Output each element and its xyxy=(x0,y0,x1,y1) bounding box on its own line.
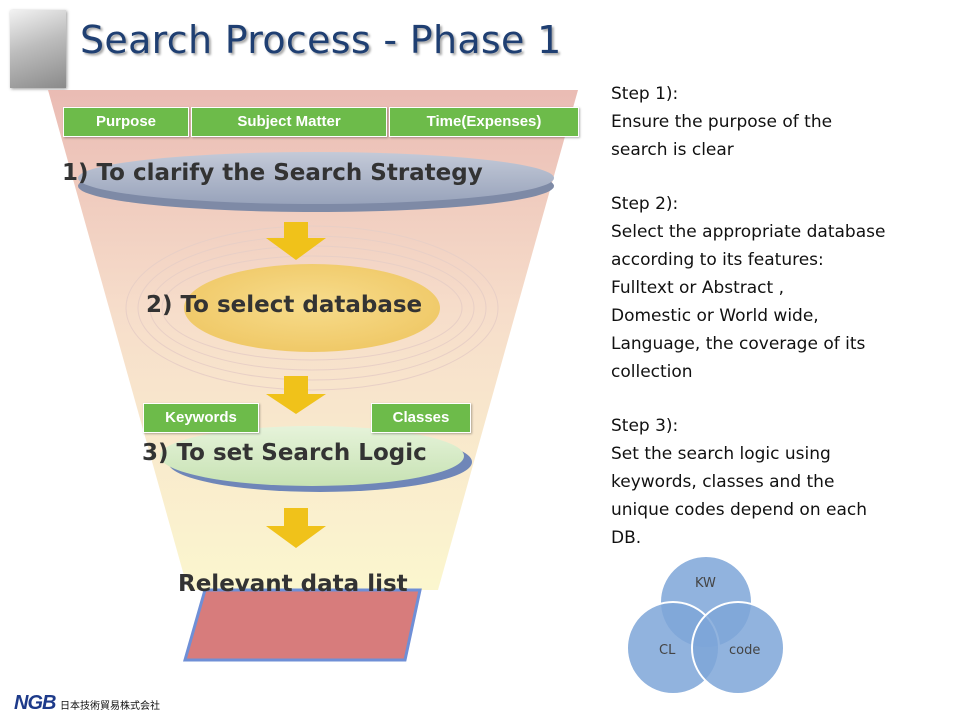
venn-diagram xyxy=(626,555,785,695)
venn-circle-code xyxy=(691,601,785,695)
result-box xyxy=(183,588,422,662)
step-1-line: search is clear xyxy=(611,140,734,160)
stage-2-disc xyxy=(184,264,440,352)
step-2-line: Domestic or World wide, xyxy=(611,306,819,326)
company-name: 日本技術貿易株式会社 xyxy=(60,701,160,712)
step-1-line: Ensure the purpose of the xyxy=(611,112,833,132)
page-title: Search Process - Phase 1 xyxy=(80,18,562,62)
stage-3-label: 3) To set Search Logic xyxy=(142,440,427,466)
stage-1-disc xyxy=(78,152,554,204)
tag-subject-matter: Subject Matter xyxy=(191,107,387,137)
step-1-heading: Step 1): xyxy=(611,84,679,104)
tag-keywords: Keywords xyxy=(143,403,259,433)
step-3-line: unique codes depend on each xyxy=(611,500,868,520)
step-3-line: keywords, classes and the xyxy=(611,472,835,492)
venn-label-code: code xyxy=(729,643,761,658)
step-2-line: according to its features: xyxy=(611,250,824,270)
company-logo: NGB xyxy=(14,692,56,714)
step-2-line: Language, the coverage of its xyxy=(611,334,866,354)
tag-classes: Classes xyxy=(371,403,471,433)
tag-time-expenses: Time(Expenses) xyxy=(389,107,579,137)
steps-description: Step 1): Ensure the purpose of the searc… xyxy=(611,80,941,552)
step-3-line: Set the search logic using xyxy=(611,444,831,464)
step-2-line: collection xyxy=(611,362,693,382)
step-2-line: Select the appropriate database xyxy=(611,222,886,242)
arrow-down-icon xyxy=(266,376,326,414)
header-photo xyxy=(10,10,66,88)
step-2-line: Fulltext or Abstract , xyxy=(611,278,784,298)
step-3-heading: Step 3): xyxy=(611,416,679,436)
stage-3-disc xyxy=(160,426,464,486)
arrow-down-icon xyxy=(266,508,326,548)
result-label: Relevant data list xyxy=(178,571,408,597)
stage-2-label: 2) To select database xyxy=(146,292,423,318)
venn-label-cl: CL xyxy=(659,643,676,658)
tag-purpose: Purpose xyxy=(63,107,189,137)
step-2-heading: Step 2): xyxy=(611,194,679,214)
arrow-down-icon xyxy=(266,222,326,260)
venn-label-kw: KW xyxy=(695,576,716,591)
step-3-line: DB. xyxy=(611,528,642,548)
stage-1-label: 1) To clarify the Search Strategy xyxy=(62,160,483,186)
